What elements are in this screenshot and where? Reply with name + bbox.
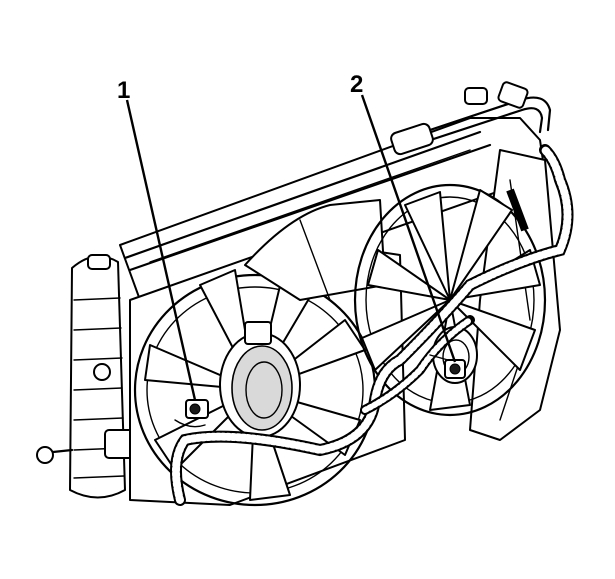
callout-2-leader (360, 94, 457, 363)
background-blade (244, 199, 386, 301)
callout-1-leader (125, 99, 197, 401)
callout-2-label: 2 (350, 71, 363, 98)
radiator-side-tank (36, 254, 136, 499)
callout-1-label: 1 (117, 77, 130, 104)
right-fan-connector (429, 354, 466, 379)
left-fan-connector (174, 399, 209, 428)
wiring-harness (170, 144, 574, 506)
ac-line (390, 81, 552, 156)
